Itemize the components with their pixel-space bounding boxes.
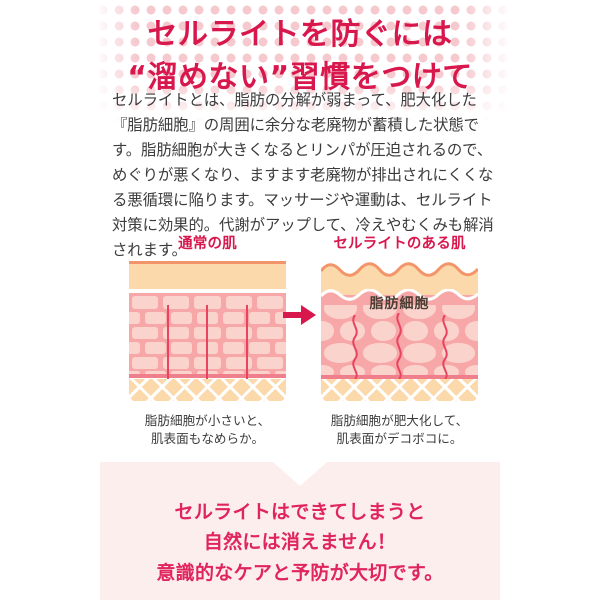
hypodermis-lattice: [129, 379, 286, 401]
dermis-wave-edge: [321, 289, 478, 305]
fat-cell: [170, 312, 192, 324]
fat-cell: [225, 296, 253, 309]
fat-cell: [257, 357, 284, 369]
hypodermis-lattice: [321, 379, 478, 401]
fat-cell: [129, 371, 140, 376]
fat-cell: [363, 343, 397, 363]
panel-heading-cellulite: セルライトのある肌: [333, 236, 466, 252]
cellulite-skin-cross-section: 脂肪細胞: [321, 261, 478, 401]
fat-cell: [223, 312, 245, 324]
connective-fibre: [167, 305, 169, 379]
bumpy-surface-icon: [321, 262, 478, 301]
skin-comparison-diagram: 通常の肌 脂肪細胞が小さいと、 肌表面もなめらか。 セルライトのある肌: [0, 232, 600, 446]
panel-caption-cellulite: 脂肪細胞が肥大化して、 肌表面がデコボコに。: [330, 413, 469, 447]
fat-cell: [162, 327, 190, 339]
fat-cell: [257, 327, 284, 339]
fat-cell: [131, 327, 158, 339]
fat-cell: [257, 296, 284, 309]
fat-cell: [441, 343, 475, 363]
arrow-right-icon: [283, 304, 317, 326]
fat-cell: [194, 296, 221, 309]
conclusion-text: セルライトはできてしまうと 自然には消えません！ 意識的なケアと予防が大切です。: [156, 501, 444, 584]
connective-fibre: [349, 315, 358, 379]
fat-cell: [223, 371, 245, 376]
page-title: セルライトを防ぐには “溜めない”習慣をつけて: [127, 17, 473, 95]
fat-cell: [144, 371, 166, 376]
panel-caption-normal: 脂肪細胞が小さいと、 肌表面もなめらか。: [144, 413, 271, 447]
connective-fibre: [246, 305, 248, 379]
connective-fibre: [439, 315, 448, 379]
header-banner: セルライトを防ぐには “溜めない”習慣をつけて: [0, 0, 600, 128]
fat-cell: [275, 342, 286, 354]
fat-cell: [129, 312, 140, 324]
fat-cell: [129, 342, 140, 354]
panel-notch: [273, 462, 327, 486]
fat-cell: [249, 312, 271, 324]
fat-cell: [275, 371, 286, 376]
fat-cell: [324, 343, 358, 363]
fat-cell: [170, 371, 192, 376]
fat-cell: [465, 321, 478, 341]
fat-cell: [225, 357, 253, 369]
fat-cell: [170, 342, 192, 354]
fat-cell: [223, 342, 245, 354]
epidermis-layer: [129, 261, 286, 289]
fat-cell: [225, 327, 253, 339]
fat-cell: [371, 321, 397, 341]
panel-heading-normal: 通常の肌: [178, 236, 237, 252]
fat-cell: [339, 321, 366, 341]
fat-cell: [144, 312, 166, 324]
fat-cell-group: [129, 293, 286, 378]
fat-cell: [275, 312, 286, 324]
connective-fibre: [393, 313, 402, 379]
normal-skin-cross-section: [129, 261, 286, 401]
fat-cell-label: 脂肪細胞: [369, 296, 430, 312]
fat-cell: [321, 321, 334, 341]
fat-cell: [162, 296, 190, 309]
diagram-panel-cellulite-skin: セルライトのある肌 脂肪細胞: [321, 232, 478, 449]
connective-fibre: [206, 305, 208, 379]
conclusion-panel: セルライトはできてしまうと 自然には消えません！ 意識的なケアと予防が大切です。: [100, 462, 500, 600]
fat-cell: [249, 342, 271, 354]
lead-paragraph: セルライトとは、脂肪の分解が弱まって、肥大化した『脂肪細胞』の周囲に余分な老廃物…: [112, 91, 494, 259]
fat-cell: [131, 296, 158, 309]
fat-cell: [402, 321, 428, 341]
diagram-panel-normal-skin: 通常の肌 脂肪細胞が小さいと、 肌表面もなめらか。: [129, 232, 286, 449]
fat-cell: [144, 342, 166, 354]
fat-cell: [402, 343, 436, 363]
fat-cell: [131, 357, 158, 369]
fat-cell: [162, 357, 190, 369]
fat-cell: [249, 371, 271, 376]
polka-dot-pattern: [95, 0, 512, 124]
